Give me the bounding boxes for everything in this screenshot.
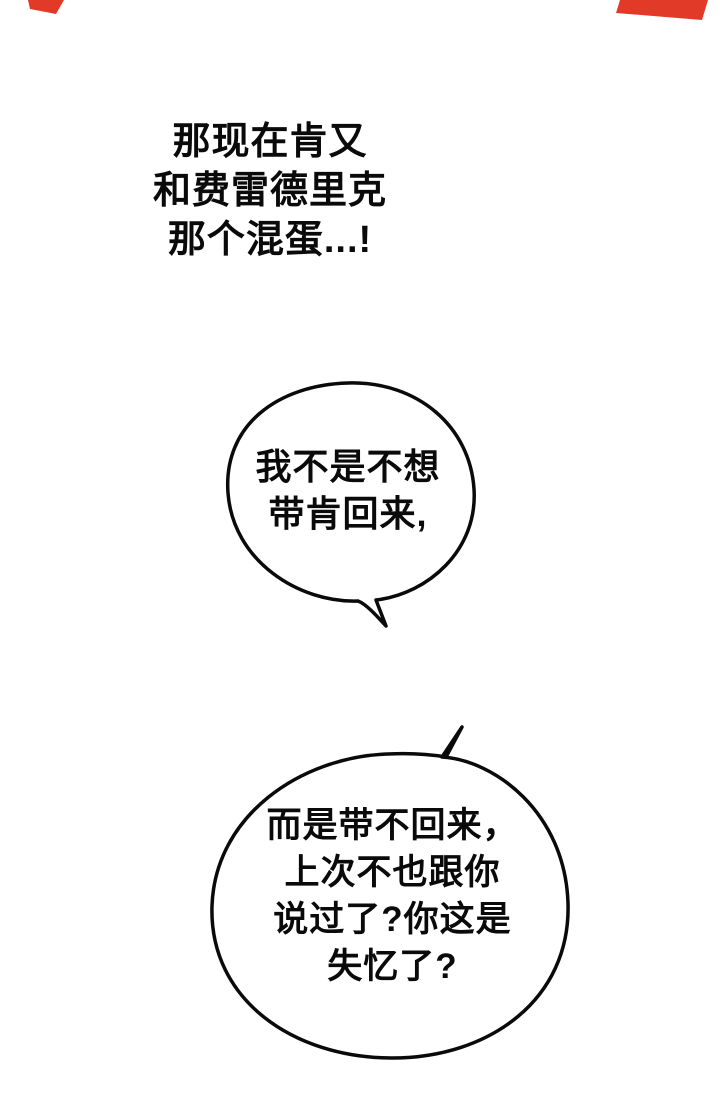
- bubble-line: 失忆了?: [327, 947, 458, 986]
- bubble-line: 我不是不想: [255, 446, 441, 487]
- narration-line: 那现在肯又: [172, 121, 368, 163]
- bubble-line: 而是带不回来，: [266, 806, 519, 845]
- narration-text: 那现在肯又 和费雷德里克 那个混蛋...!: [120, 118, 420, 265]
- narration-line: 和费雷德里克: [152, 170, 387, 212]
- speech-bubble-2-outline: [210, 725, 570, 1060]
- bubble-line: 带肯回来,: [268, 493, 428, 534]
- bubble-line: 说过了?你这是: [273, 900, 512, 939]
- speech-bubble-1-outline: [226, 381, 476, 628]
- red-corner-mark-left: [28, 0, 64, 14]
- bubble-line: 上次不也跟你: [284, 853, 501, 892]
- speech-bubble-1-text: 我不是不想 带肯回来,: [218, 443, 478, 537]
- red-corner-mark-right: [616, 0, 708, 20]
- narration-line: 那个混蛋...!: [167, 219, 373, 261]
- speech-bubble-2-text: 而是带不回来， 上次不也跟你 说过了?你这是 失忆了?: [210, 802, 575, 990]
